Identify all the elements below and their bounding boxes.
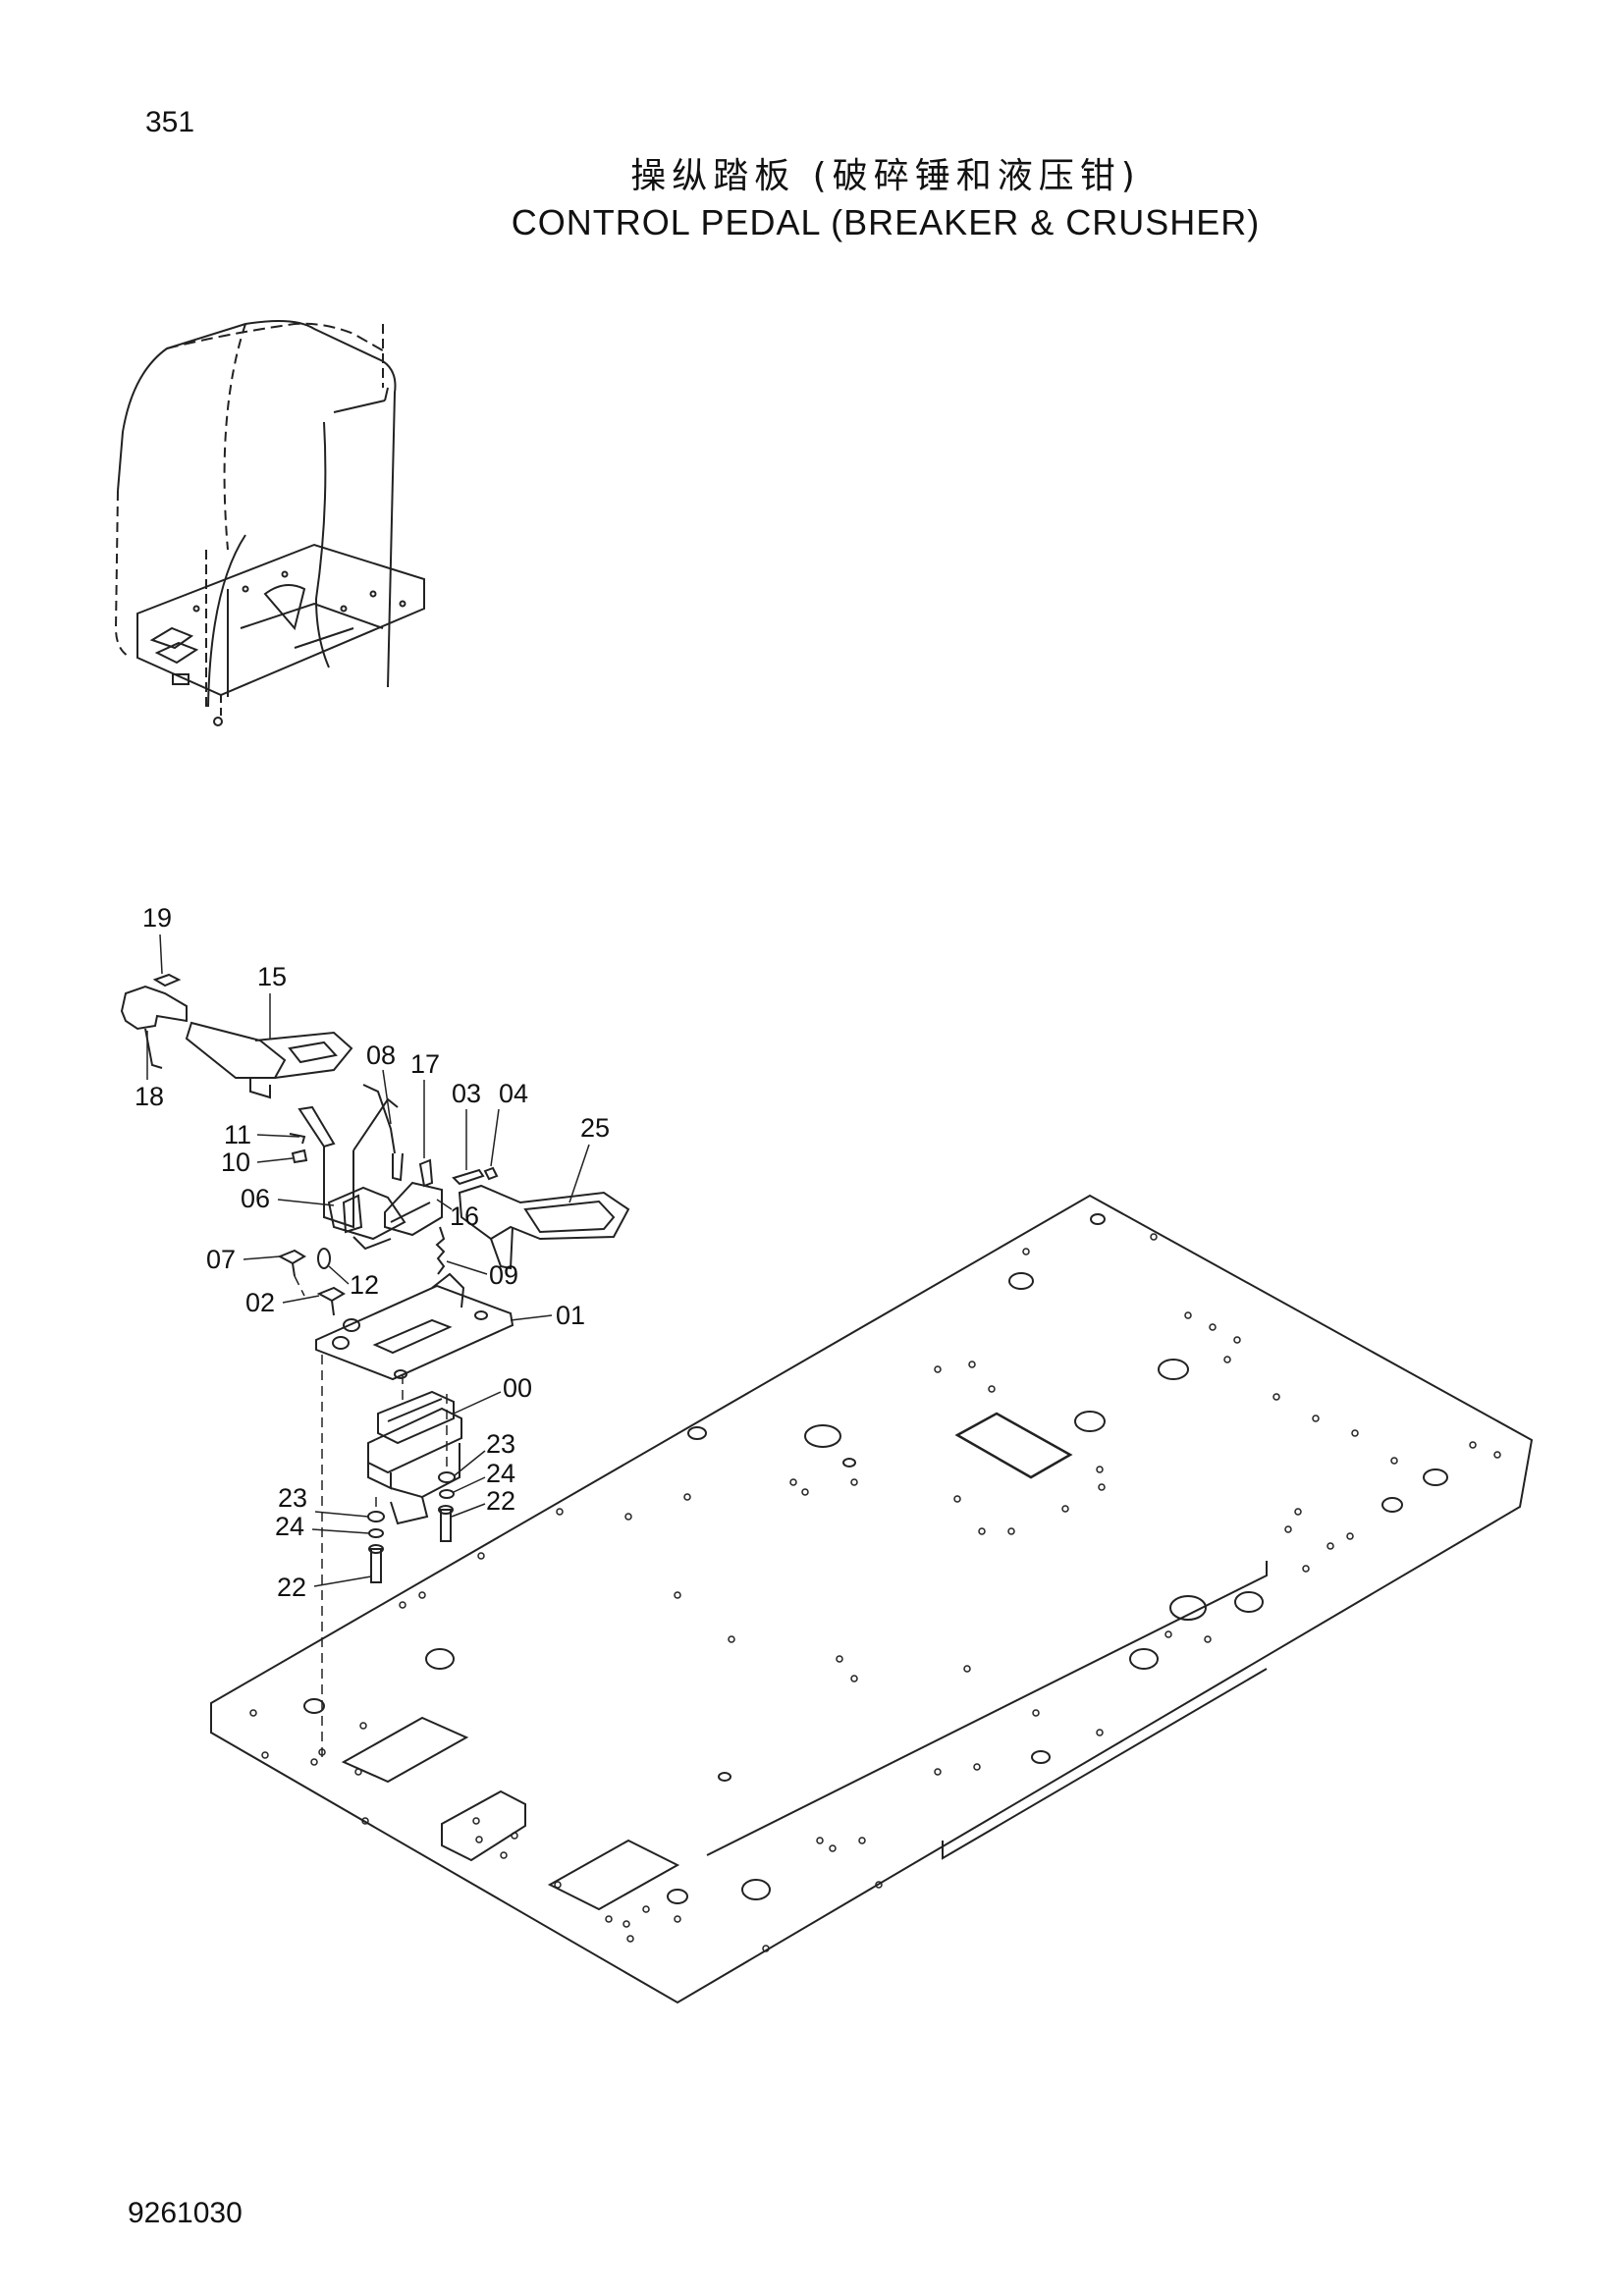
callout-00: 00 [503,1373,532,1403]
document-code: 9261030 [128,2197,243,2229]
callout-04: 04 [499,1079,528,1108]
callout-06: 06 [241,1184,270,1213]
callout-25: 25 [580,1113,610,1143]
callout-24-right: 24 [486,1459,515,1488]
callout-11: 11 [224,1120,251,1149]
callout-18: 18 [135,1082,164,1111]
page-number: 351 [145,106,195,138]
callout-23-left: 23 [278,1483,307,1513]
callout-03: 03 [452,1079,481,1108]
callout-24-left: 24 [275,1512,304,1541]
callout-labels: 19 15 18 08 17 03 04 25 11 10 06 16 07 1… [135,903,610,1602]
callout-16: 16 [450,1201,479,1231]
title-chinese: 操纵踏板 (破碎锤和液压钳) [630,156,1141,196]
callout-01: 01 [556,1301,585,1330]
callout-10: 10 [221,1148,250,1177]
pedal-assembly [120,973,630,1757]
callout-08: 08 [366,1041,396,1070]
cab-overview-illustration [114,320,425,726]
callout-07: 07 [206,1245,236,1274]
callout-17: 17 [410,1049,440,1079]
callout-09: 09 [489,1260,518,1290]
callout-02: 02 [245,1288,275,1317]
callout-15: 15 [257,962,287,991]
title-english: CONTROL PEDAL (BREAKER & CRUSHER) [511,202,1261,242]
callout-19: 19 [142,903,172,933]
floor-plate [210,1194,1534,2004]
callout-22-left: 22 [277,1573,306,1602]
callout-12: 12 [350,1270,379,1300]
callout-23-right: 23 [486,1429,515,1459]
callout-22-right: 22 [486,1486,515,1516]
